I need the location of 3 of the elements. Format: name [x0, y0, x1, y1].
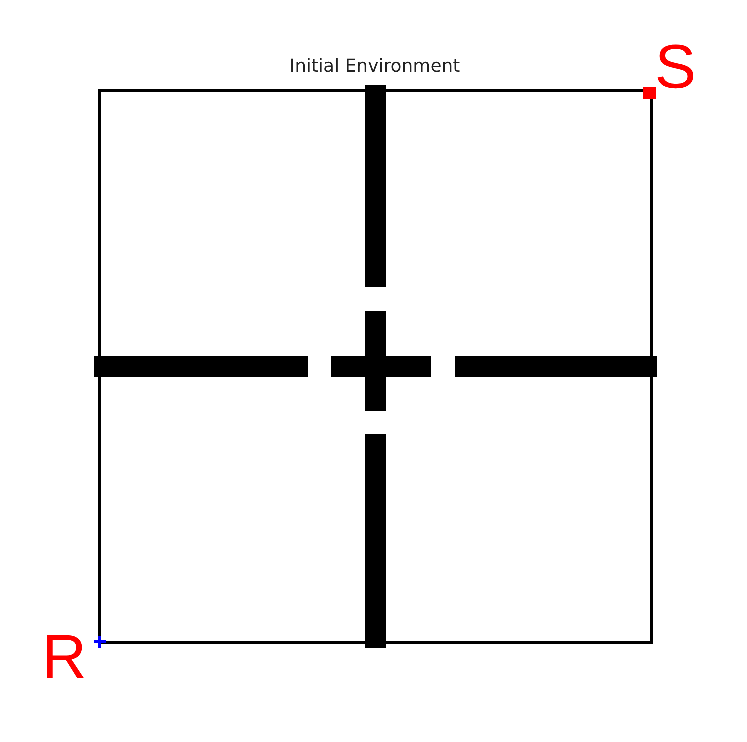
- chart-title: Initial Environment: [290, 58, 460, 76]
- point-label: R: [42, 627, 87, 689]
- point-label: S: [655, 37, 696, 99]
